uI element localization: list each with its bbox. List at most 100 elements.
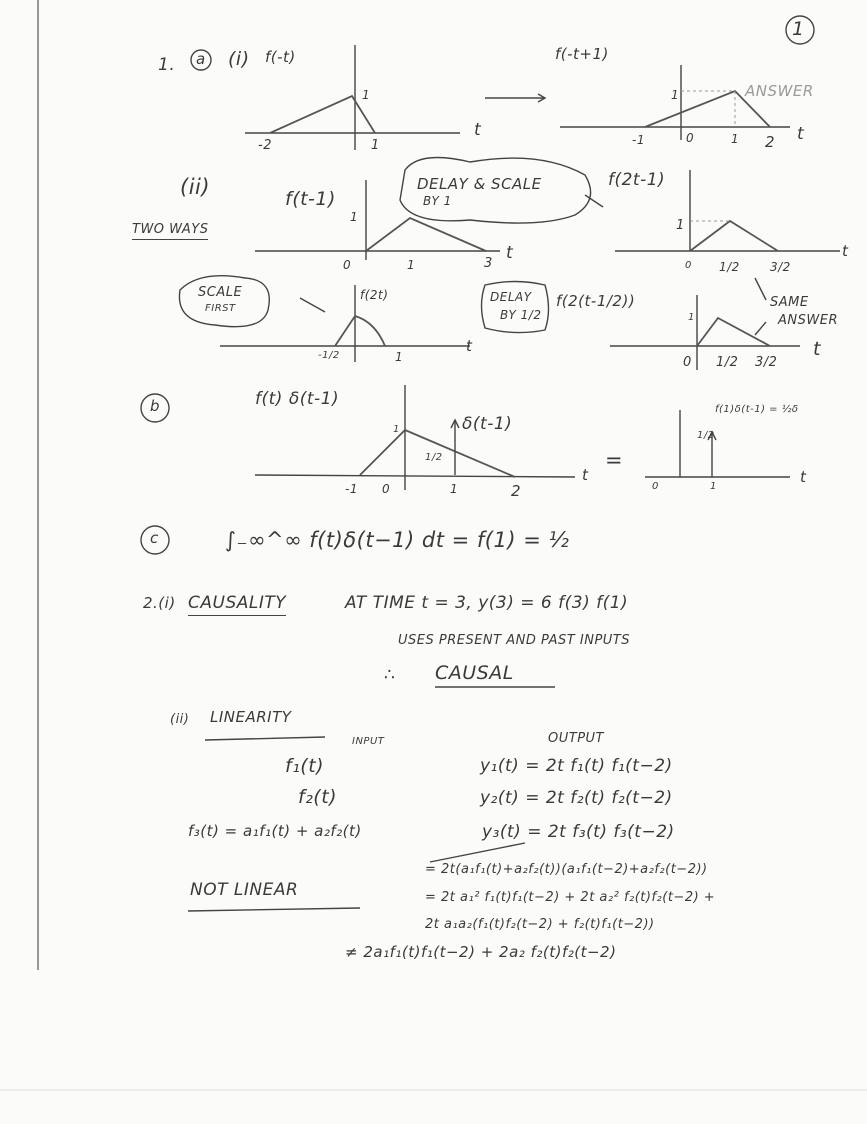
tick-label: 3/2 [755, 355, 778, 370]
underline [204, 736, 326, 741]
input-row: f₁(t) [285, 755, 325, 777]
graph-f-2t [220, 285, 470, 362]
arrow-icon [754, 277, 767, 301]
answer-note: ANSWER [745, 82, 814, 100]
peak-label: 1 [676, 218, 685, 233]
axis-label: t [466, 337, 473, 355]
tick-label: 1 [731, 132, 740, 146]
part-c-circle [140, 525, 170, 555]
output-row: y₃(t) = 2t f₃(t) f₃(t−2) [482, 822, 675, 842]
bubble-outline [178, 275, 270, 328]
axis-label: t [474, 120, 482, 140]
tick-label: 2 [765, 133, 776, 151]
graph-f-t-delta [254, 385, 576, 490]
axis-label: t [800, 468, 807, 486]
causal-conclusion: CAUSAL [435, 662, 514, 684]
impulse-label: 1/2 [697, 430, 715, 441]
tick-label: 1 [395, 350, 404, 364]
uses-present-past: USES PRESENT AND PAST INPUTS [398, 633, 630, 648]
graph5-title: f(2t) [360, 288, 389, 302]
graph4-title: f(2t-1) [608, 170, 666, 190]
arrow-icon [584, 194, 604, 208]
graph-f-minus-t [245, 45, 460, 150]
axis-label: t [582, 466, 589, 484]
peak-label: 1 [362, 88, 371, 102]
integral-equation: ∫₋∞^∞ f(t)δ(t−1) dt = f(1) = ½ [225, 528, 570, 552]
tick-label: 0 [652, 481, 659, 492]
bubble1-line1: DELAY & SCALE [417, 175, 542, 193]
same-answer-line1: SAME [770, 295, 809, 310]
tick-label: 0 [685, 260, 692, 271]
tick-label: -1 [632, 133, 645, 147]
sub-ii-label: (ii) [170, 712, 190, 727]
page-number: 1 [792, 18, 805, 40]
axis-label: t [797, 124, 805, 144]
page-number-circle [785, 15, 815, 45]
arrow-icon [429, 842, 526, 863]
peak-label: 1 [671, 88, 680, 102]
causality-text: AT TIME t = 3, y(3) = 6 f(3) f(1) [345, 593, 629, 613]
graph-f-2t-minus-1 [615, 170, 840, 252]
input-row: f₂(t) [298, 786, 338, 808]
tick-label: 3/2 [770, 260, 791, 274]
input-row: f₃(t) = a₁f₁(t) + a₂f₂(t) [188, 822, 362, 840]
peak-label: 1 [350, 210, 359, 224]
tick-label: 1 [371, 138, 380, 153]
tick-label: 0 [683, 355, 692, 370]
part-a-circle [190, 49, 212, 71]
graph3-title: f(t-1) [285, 188, 336, 210]
axis-label: t [842, 242, 849, 260]
expansion-line: = 2t a₁² f₁(t)f₁(t−2) + 2t a₂² f₂(t)f₂(t… [425, 890, 716, 905]
tick-label: 0 [343, 258, 352, 272]
part-a-label: a [196, 50, 206, 68]
bubble-outline [480, 280, 550, 334]
graph6-title: f(2(t-1/2)) [556, 292, 636, 310]
tick-label: -1/2 [318, 350, 340, 361]
impulse-label: δ(t-1) [462, 414, 513, 434]
bubble1-line2: BY 1 [423, 194, 452, 208]
arrow-icon [754, 321, 767, 336]
tick-label: 1/2 [719, 260, 740, 274]
peak-label: 1 [688, 312, 695, 323]
tick-label: 2 [511, 482, 522, 500]
output-header: OUTPUT [548, 731, 604, 746]
linearity-heading: LINEARITY [210, 708, 292, 726]
tick-label: 1/2 [716, 355, 739, 370]
graph-half-delta [645, 410, 790, 478]
tick-label: 1 [407, 258, 416, 272]
arrow-icon [299, 297, 326, 313]
not-linear-conclusion: NOT LINEAR [190, 880, 299, 900]
bubble3-line1: DELAY [490, 290, 532, 304]
tick-label: 0 [686, 131, 695, 145]
sub-i-label: (i) [228, 48, 250, 70]
graph8-title: f(1)δ(t-1) = ½δ [715, 404, 799, 415]
question-1-label: 1. [158, 55, 176, 75]
part-b-label: b [150, 397, 161, 415]
input-header: INPUT [352, 736, 385, 747]
question-2-label: 2.(i) [143, 594, 176, 612]
underline [187, 907, 361, 912]
tick-label: 3 [484, 256, 493, 271]
half-label: 1/2 [425, 452, 443, 463]
causality-heading: CAUSALITY [188, 593, 287, 616]
tick-label: 0 [382, 482, 391, 496]
axis-label: t [506, 243, 514, 263]
graph-f-minus-t-plus-1 [560, 65, 790, 140]
graph-f-t-minus-1 [255, 180, 500, 260]
bubble2-line1: SCALE [198, 285, 243, 300]
graph2-title: f(-t+1) [555, 45, 609, 63]
same-answer-line2: ANSWER [778, 313, 838, 328]
axis-label: t [813, 338, 821, 360]
output-row: y₁(t) = 2t f₁(t) f₁(t−2) [480, 756, 673, 776]
output-row: y₂(t) = 2t f₂(t) f₂(t−2) [480, 788, 673, 808]
tick-label: -1 [345, 482, 358, 496]
graph-f-2-t-minus-half [610, 295, 800, 370]
tick-label: -2 [258, 138, 272, 153]
equals-sign: = [605, 448, 624, 472]
expansion-line: 2t a₁a₂(f₁(t)f₂(t−2) + f₂(t)f₁(t−2)) [425, 917, 655, 932]
two-ways-label: TWO WAYS [132, 222, 209, 240]
graph1-title: f(-t) [265, 48, 296, 66]
therefore-sign: ∴ [384, 665, 396, 685]
sub-ii-label: (ii) [180, 175, 211, 199]
